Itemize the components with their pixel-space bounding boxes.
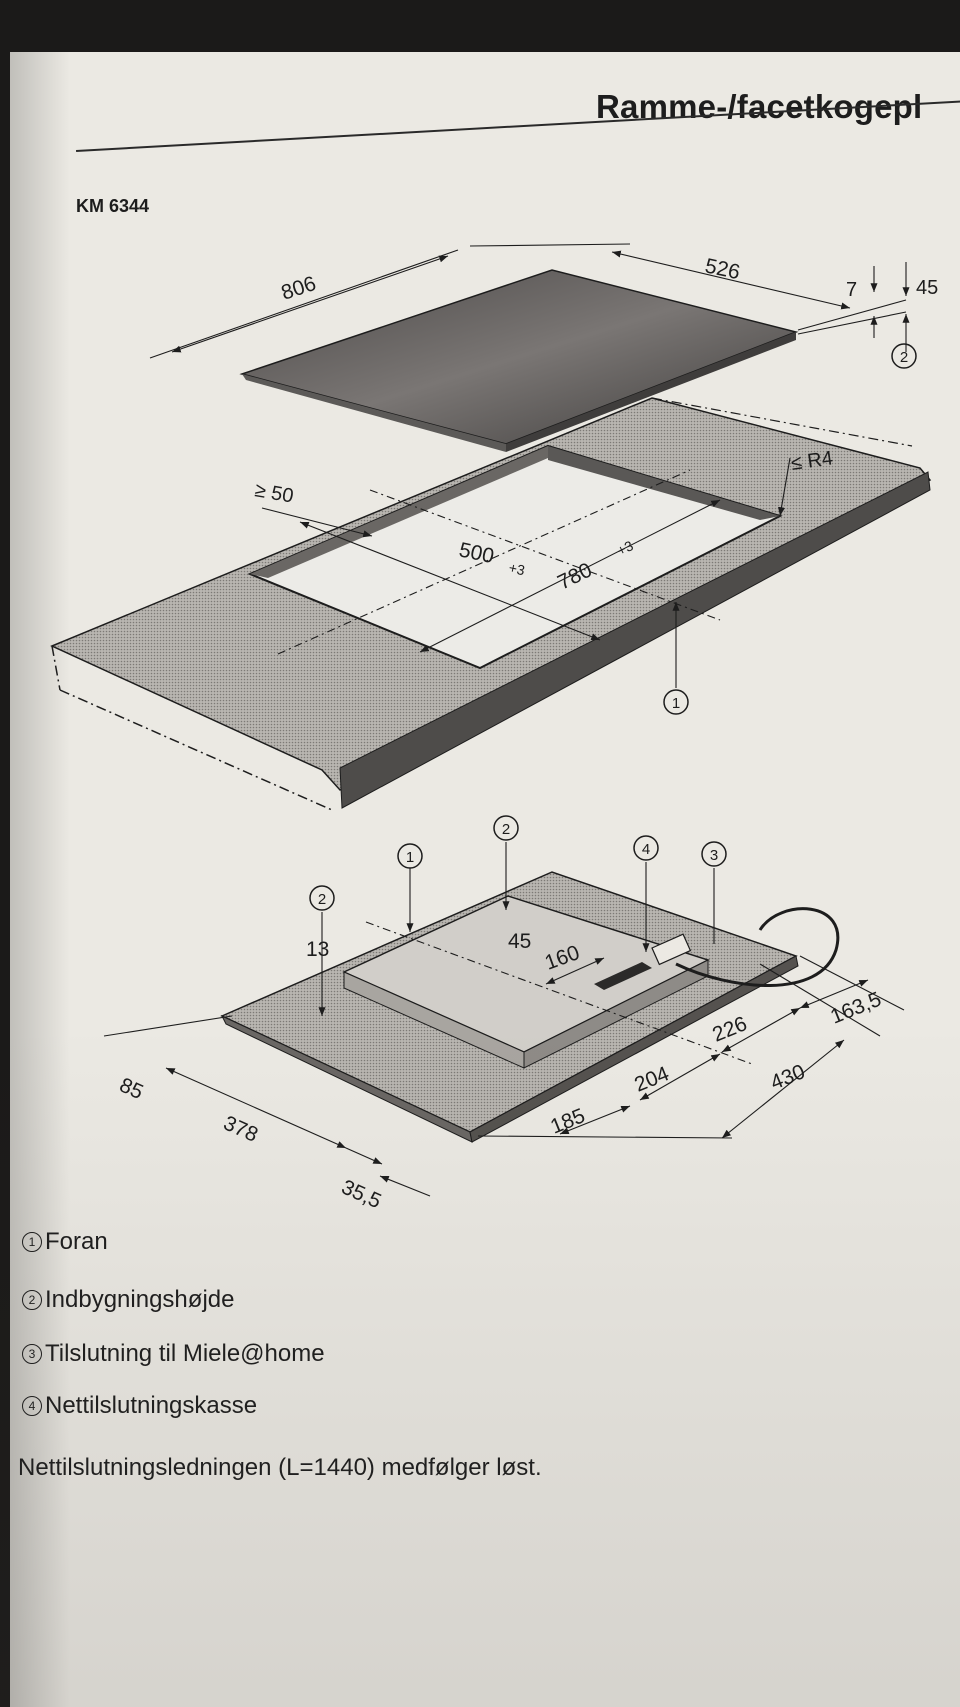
svg-text:1: 1 (672, 695, 680, 712)
dim-height-45: 45 (508, 930, 531, 953)
svg-text:2: 2 (502, 821, 510, 838)
callout-lower-2b: 2 (309, 885, 335, 911)
dim-cutout-width-tol: +3 (614, 537, 636, 558)
callout-lower-3: 3 (701, 841, 727, 867)
callout-lower-2a: 2 (493, 815, 519, 841)
page-title: Ramme-/facetkogepl (596, 88, 923, 125)
dim-355: 35,5 (338, 1176, 385, 1214)
dim-204: 204 (631, 1062, 672, 1097)
callout-upper-1: 1 (663, 689, 689, 715)
svg-text:2: 2 (900, 349, 908, 366)
callout-lower-4: 4 (633, 835, 659, 861)
dim-height: 45 (916, 277, 938, 299)
dimension-lines-lower (103, 842, 905, 1197)
dim-edge: 7 (846, 279, 857, 301)
dim-depth: 526 (703, 254, 742, 284)
callout-lower-1: 1 (397, 843, 423, 869)
dimension-lines-upper (149, 243, 910, 688)
dim-430: 430 (767, 1060, 808, 1094)
dim-378: 378 (220, 1112, 261, 1147)
svg-text:2: 2 (318, 891, 326, 908)
dim-width: 806 (278, 272, 318, 305)
svg-text:3: 3 (710, 847, 718, 864)
model-number: KM 6344 (76, 196, 150, 216)
dim-margin: ≥ 50 (253, 479, 295, 507)
dim-cutout-depth-tol: +3 (507, 559, 526, 578)
hob-base (220, 871, 840, 1143)
dim-226: 226 (709, 1012, 750, 1046)
hob-glass (239, 269, 799, 452)
dim-185: 185 (547, 1104, 588, 1138)
legend-note: Nettilslutningsledningen (L=1440) medføl… (18, 1454, 542, 1481)
dim-85: 85 (116, 1074, 147, 1105)
svg-text:4: 4 (642, 841, 650, 858)
svg-text:1: 1 (406, 849, 414, 866)
callout-upper-2: 2 (891, 343, 917, 369)
dim-height-13: 13 (306, 938, 329, 961)
